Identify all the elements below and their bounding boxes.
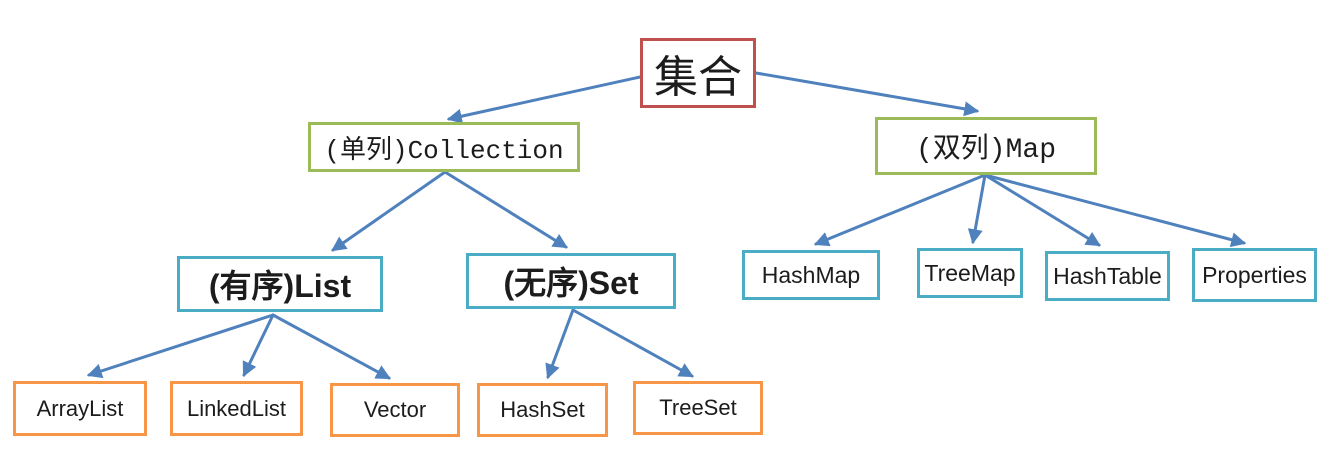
node-linkedlist: LinkedList bbox=[170, 381, 303, 436]
node-vector: Vector bbox=[330, 383, 460, 437]
edge-list-vector bbox=[271, 313, 391, 380]
node-hashset: HashSet bbox=[477, 383, 608, 437]
edge-map-treemap bbox=[967, 173, 987, 245]
edge-set-hashset bbox=[545, 308, 575, 380]
node-set: (无序)Set bbox=[466, 253, 676, 309]
edge-map-hashmap bbox=[813, 173, 987, 247]
node-hashmap: HashMap bbox=[742, 250, 880, 300]
node-treemap: TreeMap bbox=[917, 248, 1023, 298]
node-hashtable: HashTable bbox=[1045, 251, 1170, 301]
edge-set-treeset bbox=[571, 308, 694, 378]
edge-root-collection bbox=[446, 75, 642, 124]
edge-root-map bbox=[754, 71, 980, 117]
node-root-jihe: 集合 bbox=[640, 38, 756, 108]
node-list: (有序)List bbox=[177, 256, 383, 312]
node-treeset: TreeSet bbox=[633, 381, 763, 435]
node-arraylist: ArrayList bbox=[13, 381, 147, 436]
edge-collection-list bbox=[331, 170, 447, 252]
node-collection: (单列)Collection bbox=[308, 122, 580, 172]
edge-list-arraylist bbox=[86, 313, 275, 379]
edge-map-properties bbox=[983, 173, 1247, 248]
node-map: (双列)Map bbox=[875, 117, 1097, 175]
edge-list-linkedlist bbox=[242, 313, 275, 378]
edge-collection-set bbox=[443, 170, 568, 249]
node-properties: Properties bbox=[1192, 248, 1317, 302]
edge-map-hashtable bbox=[983, 173, 1101, 247]
